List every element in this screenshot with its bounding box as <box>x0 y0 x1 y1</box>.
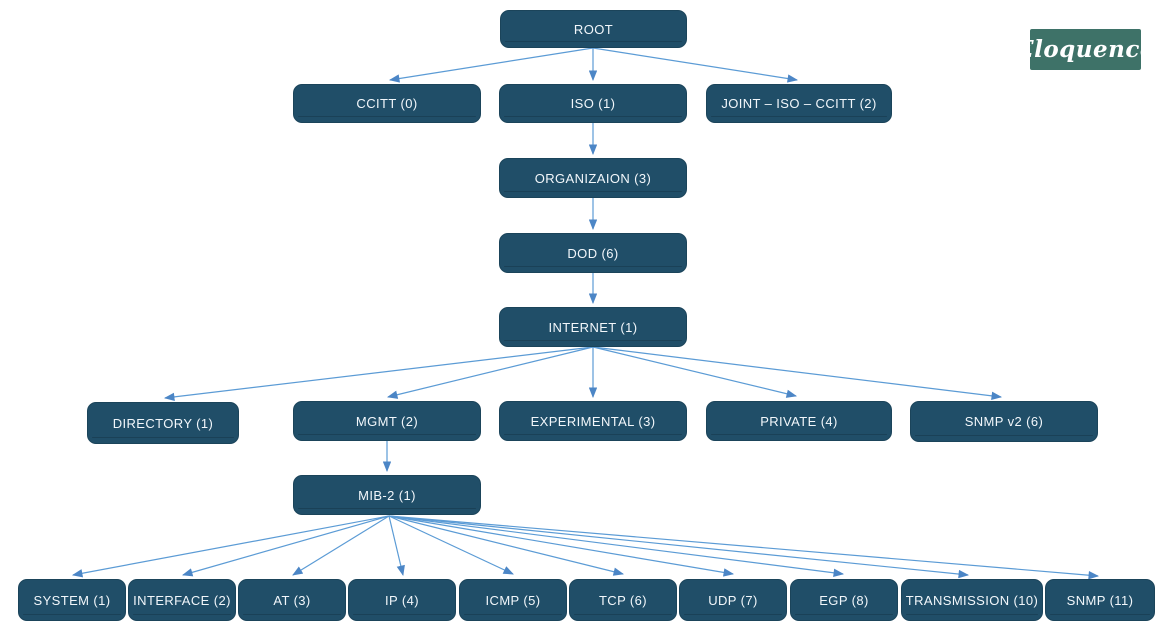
eloquence-logo: Eloquence <box>1016 29 1154 70</box>
node-interface: INTERFACE (2) <box>128 579 236 621</box>
node-root: ROOT <box>500 10 687 48</box>
edge-root-ccitt <box>388 47 594 83</box>
edge-mib2-egp <box>388 515 845 577</box>
edge-mib2-tcp <box>388 515 625 576</box>
node-icmp: ICMP (5) <box>459 579 567 621</box>
edge-mib2-at <box>292 515 390 576</box>
edge-internet-mgmt <box>386 346 594 399</box>
edge-mib2-interface <box>181 515 390 577</box>
node-tcp: TCP (6) <box>569 579 677 621</box>
node-system: SYSTEM (1) <box>18 579 126 621</box>
node-iso: ISO (1) <box>499 84 687 123</box>
node-ip: IP (4) <box>348 579 456 621</box>
node-experimental: EXPERIMENTAL (3) <box>499 401 687 441</box>
node-mib-2: MIB-2 (1) <box>293 475 481 515</box>
node-ccitt: CCITT (0) <box>293 84 481 123</box>
node-dod: DOD (6) <box>499 233 687 273</box>
node-snmp-v2: SNMP v2 (6) <box>910 401 1098 442</box>
edge-mib2-transmission <box>388 515 970 579</box>
edge-internet-snmpv2 <box>592 346 1003 401</box>
edge-mib2-udp <box>388 515 735 577</box>
node-organizaion: ORGANIZAION (3) <box>499 158 687 198</box>
node-private: PRIVATE (4) <box>706 401 892 441</box>
edge-mib2-system <box>71 515 390 578</box>
edge-internet-private <box>592 346 798 398</box>
edge-mib2-ip <box>388 515 405 577</box>
node-udp: UDP (7) <box>679 579 787 621</box>
node-mgmt: MGMT (2) <box>293 401 481 441</box>
node-joint-iso-ccitt: JOINT – ISO – CCITT (2) <box>706 84 892 123</box>
edge-root-joint <box>592 47 799 83</box>
node-internet: INTERNET (1) <box>499 307 687 347</box>
node-egp: EGP (8) <box>790 579 898 621</box>
edge-mib2-snmp <box>388 515 1100 580</box>
edge-mib2-icmp <box>388 515 514 575</box>
node-transmission: TRANSMISSION (10) <box>901 579 1043 621</box>
node-at: AT (3) <box>238 579 346 621</box>
edge-internet-directory <box>163 346 594 402</box>
node-snmp: SNMP (11) <box>1045 579 1155 621</box>
node-directory: DIRECTORY (1) <box>87 402 239 444</box>
